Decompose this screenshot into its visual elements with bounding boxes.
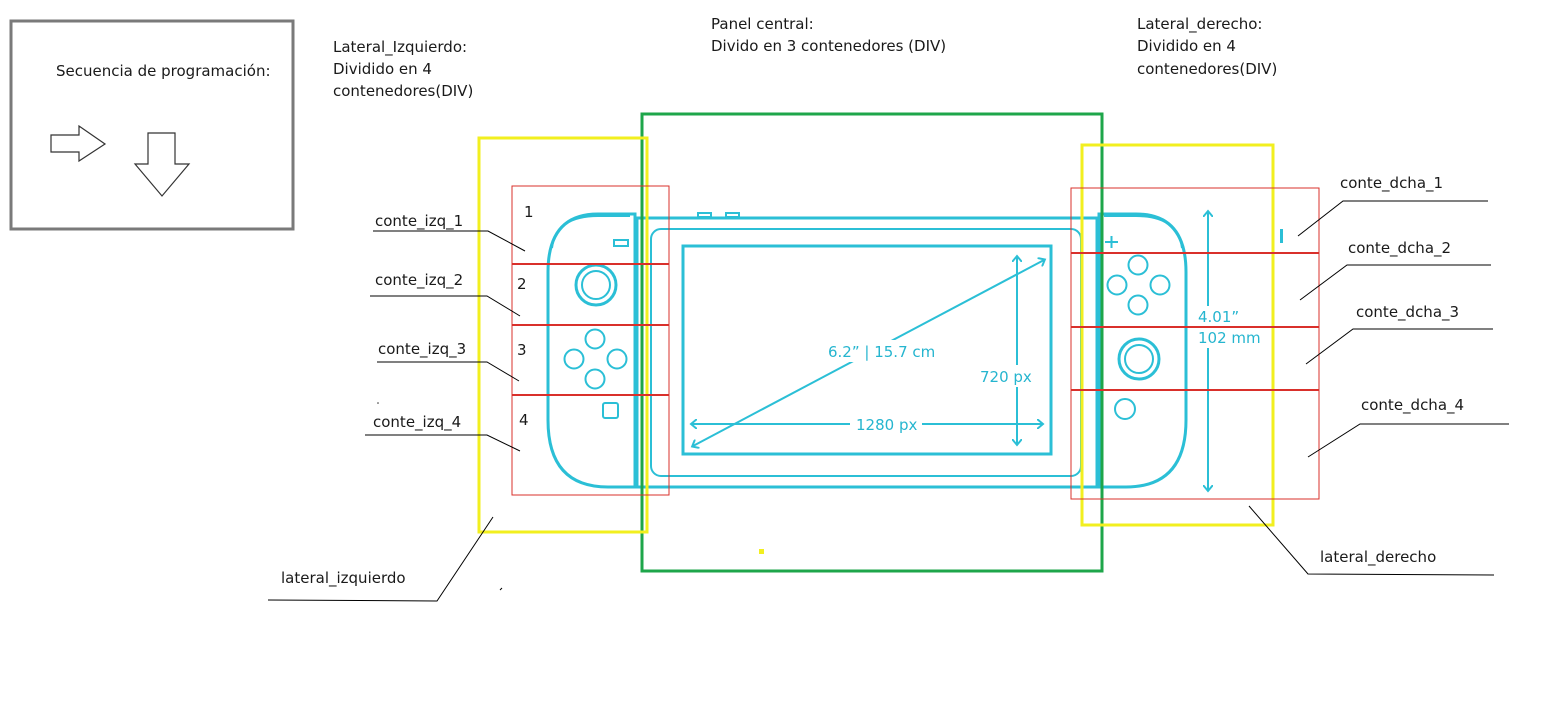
left-container-number-1: 1 (524, 203, 534, 221)
label-lateral-derecho: lateral_derecho (1320, 548, 1436, 567)
center-heading: Panel central: Divido en 3 contenedores … (711, 15, 946, 55)
label-conte-izq-3: conte_izq_3 (378, 340, 466, 359)
central-panel-box (640, 112, 1104, 573)
label-conte-dcha-2: conte_dcha_2 (1348, 239, 1451, 258)
label-conte-izq-1: conte_izq_1 (375, 212, 463, 231)
label-conte-dcha-4: conte_dcha_4 (1361, 396, 1464, 415)
console-drawing (546, 212, 1283, 490)
svg-text:Dividido en 4: Dividido en 4 (333, 60, 432, 78)
label-conte-izq-2: conte_izq_2 (375, 271, 463, 290)
lateral-izquierdo-box (477, 136, 649, 534)
right-containers (1070, 187, 1320, 500)
right-arrow-icon (50, 124, 107, 163)
svg-text:contenedores(DIV): contenedores(DIV) (1137, 60, 1277, 78)
left-container-number-3: 3 (517, 341, 527, 359)
width-px-label: 1280 px (856, 416, 917, 434)
right-callouts (1248, 200, 1509, 576)
svg-text:Divido en 3 contenedores (DIV): Divido en 3 contenedores (DIV) (711, 37, 946, 55)
left-container-number-2: 2 (517, 275, 527, 293)
svg-text:contenedores(DIV): contenedores(DIV) (333, 82, 473, 100)
height-mm-label: 102 mm (1198, 329, 1261, 347)
svg-text:Dividido en 4: Dividido en 4 (1137, 37, 1236, 55)
left-containers (511, 185, 670, 496)
svg-text:Panel central:: Panel central: (711, 15, 814, 33)
height-in-label: 4.01” (1198, 308, 1239, 326)
diagonal-label: 6.2” | 15.7 cm (828, 343, 935, 361)
label-conte-dcha-3: conte_dcha_3 (1356, 303, 1459, 322)
right-heading: Lateral_derecho: Dividido en 4 contenedo… (1137, 15, 1277, 78)
height-px-label: 720 px (980, 368, 1032, 386)
label-conte-izq-4: conte_izq_4 (373, 413, 461, 432)
lateral-derecho-box (1080, 143, 1275, 527)
svg-text:Lateral_derecho:: Lateral_derecho: (1137, 15, 1263, 34)
down-arrow-icon (133, 132, 191, 197)
svg-text:Lateral_Izquierdo:: Lateral_Izquierdo: (333, 38, 467, 57)
left-heading: Lateral_Izquierdo: Dividido en 4 contene… (333, 38, 473, 100)
sequence-title: Secuencia de programación: (56, 62, 271, 80)
sequence-box: Secuencia de programación: (9, 19, 295, 231)
left-container-number-4: 4 (519, 411, 529, 429)
left-callouts (267, 230, 526, 602)
label-lateral-izquierdo: lateral_izquierdo (281, 569, 406, 588)
label-conte-dcha-1: conte_dcha_1 (1340, 174, 1443, 193)
